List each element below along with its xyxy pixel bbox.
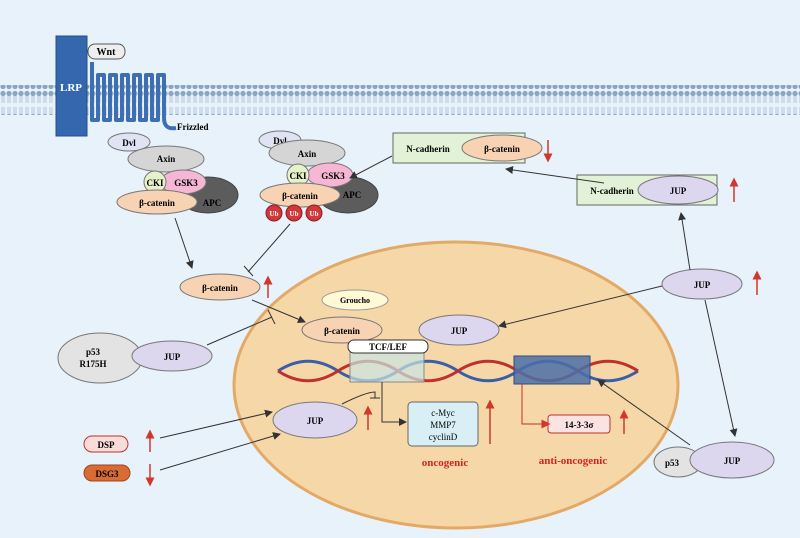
arrow-n-cadherin-to-complex [349, 155, 393, 179]
arrow-jup-to-n-cadherin [678, 212, 691, 271]
cki-label: CKI [289, 171, 307, 181]
inhibit-line-jup-to-tcf [341, 391, 376, 405]
tcf-lef-protein [347, 339, 429, 354]
axin-protein [268, 139, 346, 167]
pathway-arrows [159, 155, 738, 471]
apc-label: APC [203, 198, 222, 208]
p53-label: p53 [665, 458, 680, 468]
arrow-gene-to-14-3-3 [521, 384, 551, 429]
lrp-label: LRP [60, 82, 82, 94]
groucho-label: Groucho [340, 296, 370, 305]
cyclind-label: cyclinD [429, 432, 458, 442]
oncogenic-label: oncogenic [422, 457, 469, 469]
nucleus [232, 240, 680, 530]
cmyc-label: c-Myc [431, 408, 455, 418]
wnt-ligand [87, 43, 126, 60]
ubiquitin-1 [265, 204, 283, 222]
mmp7-label: MMP7 [430, 420, 456, 430]
beta-catenin-protein [461, 134, 543, 162]
arrow-jup-to-nucleus [498, 285, 663, 329]
ubiquitin-2 [285, 204, 303, 222]
cytoplasmic-jup [661, 268, 743, 300]
beta-catenin-label: β-catenin [324, 326, 360, 336]
arrow-n-cadherin-jup-to-beta-catenin [505, 166, 605, 184]
dsp-label: DSP [97, 440, 115, 450]
ubiquitin-3 [305, 204, 323, 222]
p53-label: p53 [86, 347, 101, 357]
nuclear-jup-lower [272, 401, 358, 439]
arrow-dsg3-to-jup [159, 432, 281, 471]
beta-catenin-label: β-catenin [202, 283, 238, 293]
arrow-dsp-to-jup [159, 409, 273, 439]
ub-label: Ub [290, 210, 299, 218]
jup-label: JUP [307, 416, 324, 426]
jup-label: JUP [451, 326, 468, 336]
inhibit-line-p53-jup [206, 316, 273, 346]
14-3-3-sigma-label: 14-3-3σ [565, 420, 594, 430]
dvl-protein [107, 132, 151, 152]
dsg3-label: DSG3 [95, 469, 119, 479]
p53-r175h-protein [57, 332, 143, 384]
axin-label: Axin [157, 154, 176, 164]
anti-oncogenic-gene-region [513, 355, 591, 385]
arrow-tcf-to-oncogenic [381, 382, 407, 426]
tcf-lef-label: TCF/LEF [369, 342, 408, 352]
arrow-complex-to-beta-catenin [174, 217, 194, 269]
lrp-receptor [55, 35, 88, 137]
ub-label: Ub [310, 210, 319, 218]
tcf-lef-binding-site [349, 351, 425, 383]
wnt-label: Wnt [97, 47, 117, 58]
beta-catenin-protein [116, 189, 198, 215]
oncogenic-targets-box [407, 401, 479, 447]
jup-protein [689, 441, 775, 479]
jup-label: JUP [694, 280, 711, 290]
beta-catenin-label: β-catenin [282, 191, 318, 201]
jup-label: JUP [724, 456, 741, 466]
arrow-beta-catenin-to-nucleus [251, 299, 306, 324]
beta-catenin-label: β-catenin [139, 198, 175, 208]
axin-label: Axin [298, 149, 317, 159]
inhibit-line-degradation [247, 223, 291, 273]
beta-catenin-label: β-catenin [484, 144, 520, 154]
groucho-protein [321, 289, 389, 311]
dvl-label: Dvl [273, 136, 287, 146]
dvl-label: Dvl [122, 138, 136, 148]
axin-protein [127, 145, 205, 173]
apc-label: APC [343, 190, 362, 200]
jup-protein [637, 175, 719, 205]
jup-label: JUP [670, 186, 687, 196]
nuclear-jup [418, 314, 500, 346]
inhibit-bar-p53-jup [267, 309, 276, 325]
ub-label: Ub [270, 210, 279, 218]
n-cadherin-label: N-cadherin [406, 144, 450, 154]
gsk3-label: GSK3 [321, 171, 345, 181]
jup-protein [131, 340, 213, 372]
dsp-protein [83, 435, 129, 453]
arrow-p53-jup-to-gene [597, 379, 691, 446]
arrow-jup-to-p53-jup [704, 299, 738, 437]
anti-oncogenic-label: anti-oncogenic [539, 455, 608, 467]
frizzled-label: Frizzled [177, 122, 208, 132]
jup-label: JUP [164, 352, 181, 362]
frizzled-receptor [90, 62, 177, 131]
cki-label: CKI [146, 178, 164, 188]
r175h-label: R175H [80, 359, 107, 369]
inhibit-bar-degradation [243, 265, 254, 277]
dsg3-protein [83, 464, 131, 482]
nuclear-beta-catenin [301, 316, 383, 344]
n-cadherin-label: N-cadherin [590, 186, 634, 196]
gsk3-label: GSK3 [174, 178, 198, 188]
cytoplasmic-beta-catenin [179, 273, 261, 301]
